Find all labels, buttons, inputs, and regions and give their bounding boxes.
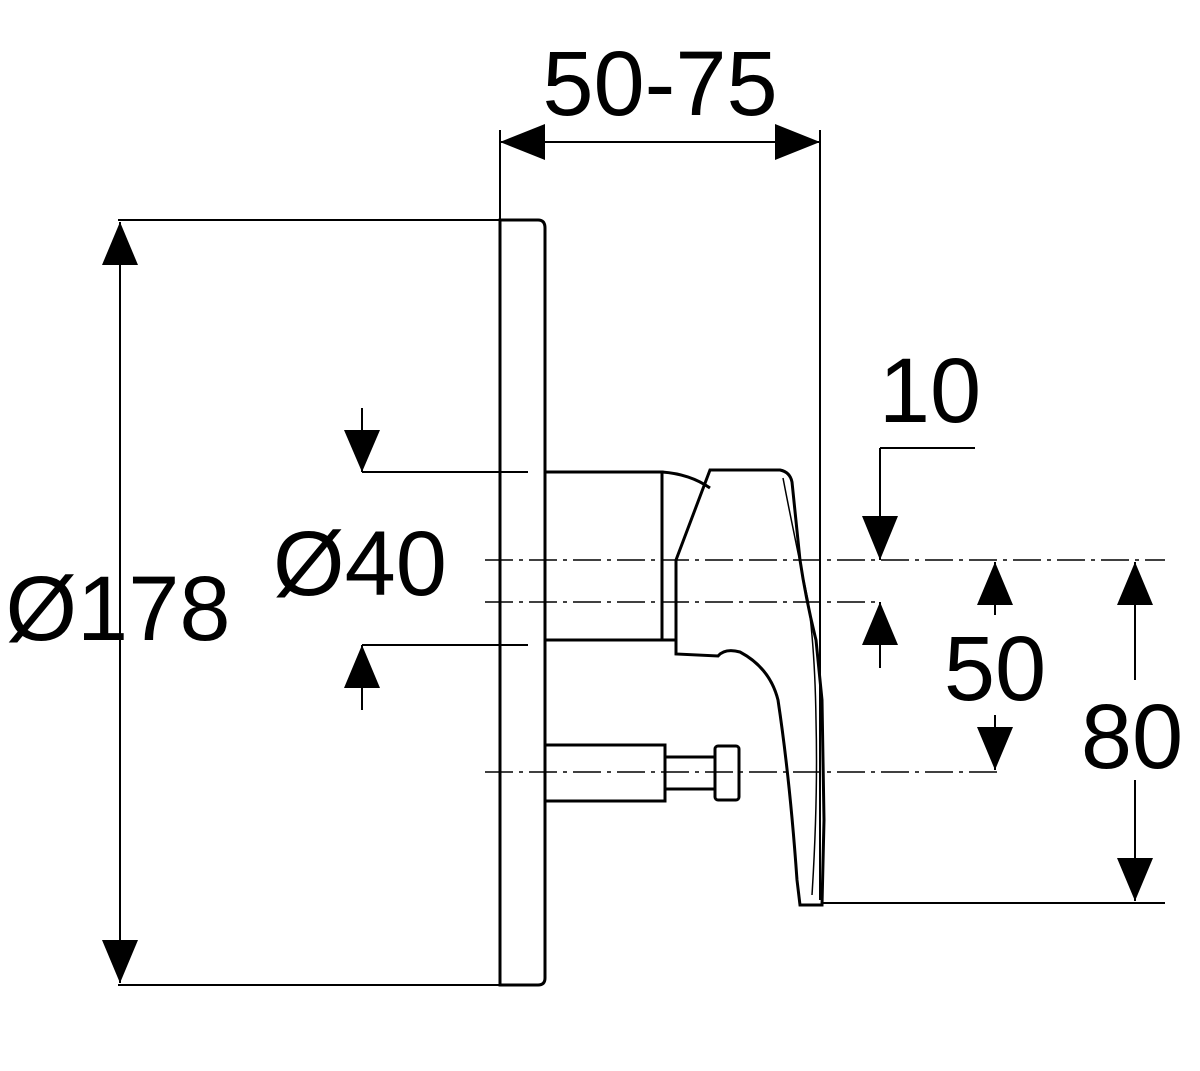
dimension-outlet-spacing: 50 [944, 618, 1046, 720]
lever-inner-edge [782, 477, 818, 896]
dimension-arrow [500, 124, 545, 160]
dimension-arrow [102, 940, 138, 983]
dimension-arrow [344, 645, 380, 688]
dimension-rosette-diameter: Ø178 [5, 558, 230, 660]
dimension-arrow [862, 602, 898, 645]
label-backdrop [1080, 680, 1190, 780]
diverter-shaft [663, 755, 717, 791]
rosette-plate [498, 218, 547, 987]
dimension-arrow [862, 516, 898, 560]
dimension-arrow [977, 562, 1013, 605]
dimension-install-depth: 50-75 [542, 33, 777, 135]
dimension-arrow [775, 124, 820, 160]
lever-facet [675, 469, 741, 657]
dimension-offset: 10 [879, 340, 981, 442]
dimension-arrow [102, 222, 138, 265]
dimension-lever-height: 80 [1081, 686, 1183, 788]
diverter-knob [713, 744, 741, 802]
lever-handle [674, 468, 826, 907]
spindle-collar [661, 470, 711, 642]
spindle-body [545, 470, 664, 642]
dimension-arrow [977, 727, 1013, 770]
dimension-arrow [344, 430, 380, 472]
label-backdrop [940, 615, 1050, 715]
diverter-stem [543, 743, 667, 803]
dimension-arrow [1117, 858, 1153, 901]
dimension-spindle-diameter: Ø40 [273, 513, 447, 615]
dimension-arrow [1117, 562, 1153, 605]
